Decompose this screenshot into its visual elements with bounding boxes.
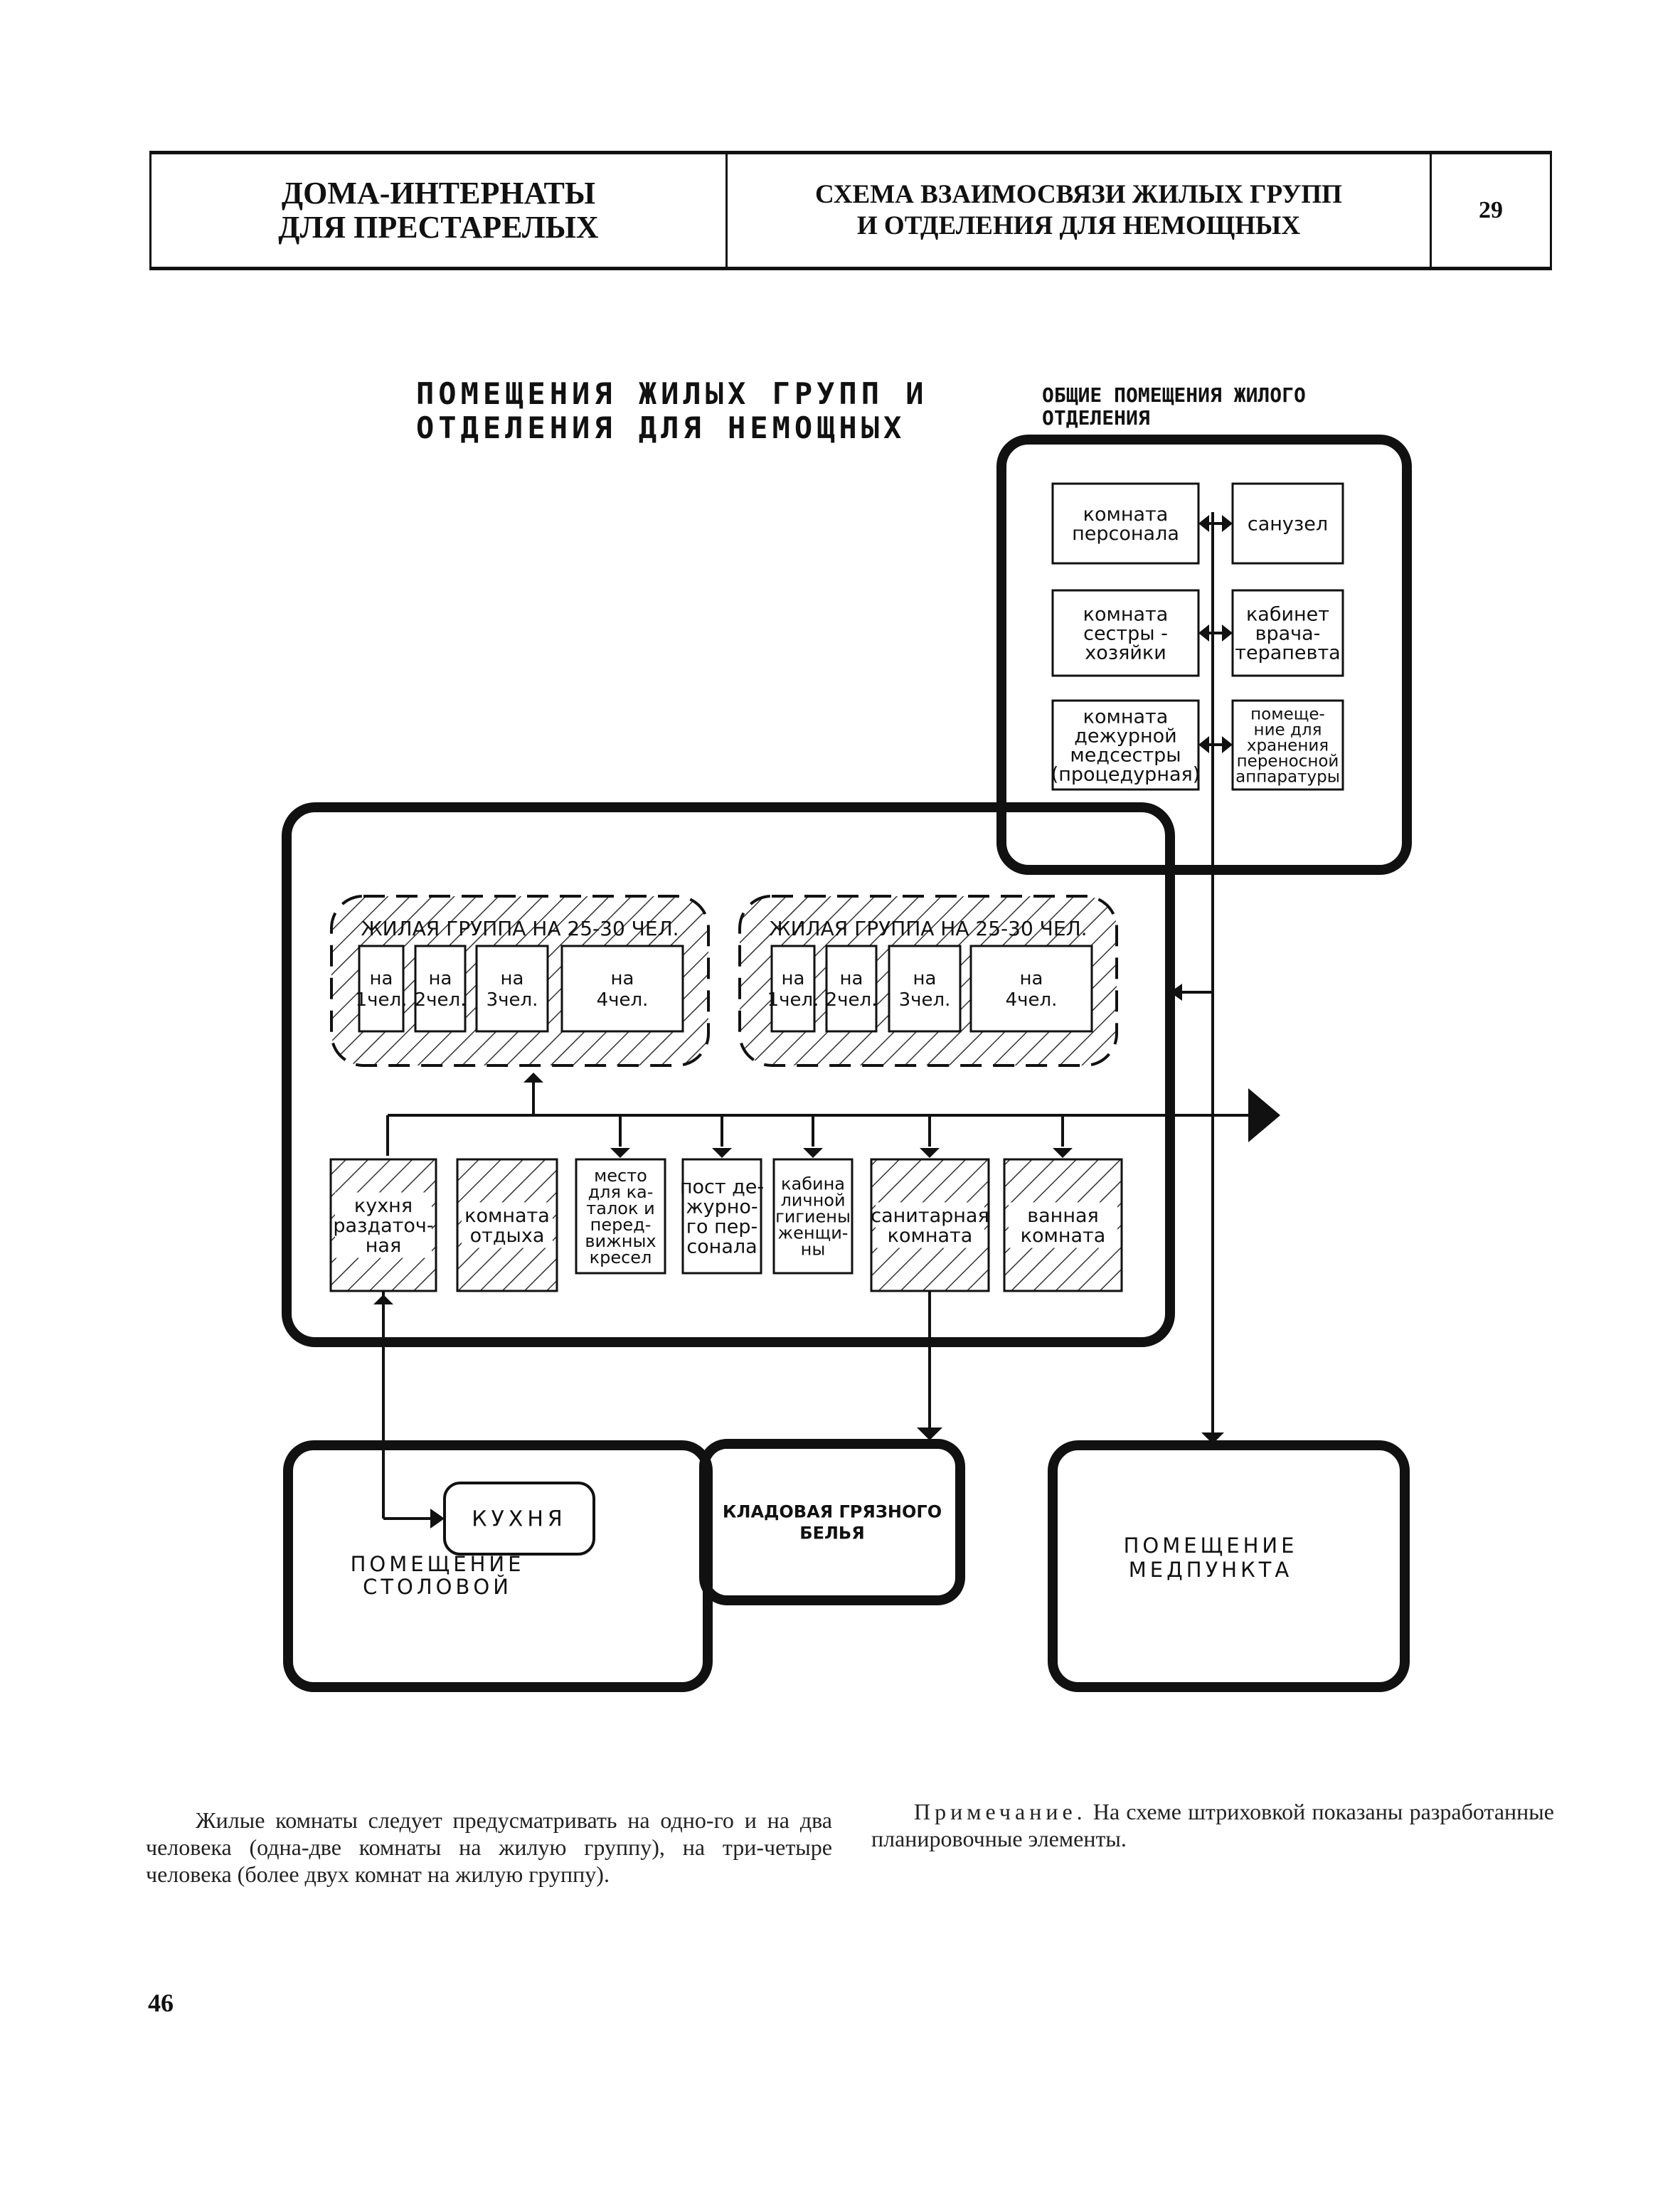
medpoint-block bbox=[1048, 1440, 1410, 1692]
living-room-box bbox=[969, 945, 1093, 1033]
arrowhead bbox=[1222, 624, 1233, 642]
arrow-to-kitchen bbox=[430, 1509, 445, 1529]
dirty-linen-block bbox=[699, 1439, 965, 1605]
living-group-label: ЖИЛАЯ ГРУППА НА 25-30 ЧЕЛ. bbox=[361, 917, 679, 940]
living-group-label: ЖИЛАЯ ГРУППА НА 25-30 ЧЕЛ. bbox=[769, 917, 1087, 940]
arrow-to-service-room bbox=[803, 1148, 823, 1158]
arrow-to-living-groups bbox=[523, 1073, 543, 1083]
living-room-box bbox=[560, 945, 684, 1033]
kitchen-box bbox=[443, 1482, 595, 1556]
service-room-box bbox=[575, 1158, 666, 1275]
arrow-to-service-room bbox=[920, 1148, 940, 1158]
heading-living-groups: ПОМЕЩЕНИЯ ЖИЛЫХ ГРУПП И ОТДЕЛЕНИЯ ДЛЯ НЕ… bbox=[416, 376, 928, 445]
common-room-box bbox=[1051, 482, 1200, 565]
note-label: Примечание. bbox=[914, 1799, 1087, 1824]
living-room-box bbox=[825, 945, 878, 1033]
common-room-box bbox=[1231, 699, 1344, 791]
label-backing bbox=[1009, 1202, 1117, 1248]
living-room-box bbox=[770, 945, 816, 1033]
arrowhead bbox=[1222, 736, 1233, 753]
page-number: 46 bbox=[148, 1989, 174, 2017]
arrow-to-service-room bbox=[610, 1148, 630, 1158]
common-room-box bbox=[1051, 589, 1200, 677]
label-backing bbox=[335, 1192, 432, 1258]
arrowhead bbox=[373, 1294, 393, 1304]
arrowhead bbox=[1198, 624, 1209, 642]
label-backing bbox=[462, 1202, 553, 1248]
note-text: На схеме штриховкой показаны разработанн… bbox=[871, 1799, 1554, 1851]
label-backing bbox=[876, 1202, 984, 1248]
arrow-to-medpoint bbox=[1201, 1432, 1224, 1444]
kitchen-label: КУХНЯ bbox=[472, 1507, 567, 1532]
arrowhead bbox=[1198, 736, 1209, 753]
arrow-to-service-room bbox=[712, 1148, 732, 1158]
series-title: ДОМА-ИНТЕРНАТЫ ДЛЯ ПРЕСТАРЕЛЫХ bbox=[151, 154, 728, 267]
service-room-box bbox=[681, 1158, 762, 1275]
common-rooms-block bbox=[996, 435, 1412, 875]
arrowhead bbox=[1170, 984, 1182, 1001]
living-room-box bbox=[475, 945, 549, 1033]
living-room-box bbox=[414, 945, 467, 1033]
note-paragraph: Примечание. На схеме штриховкой показаны… bbox=[871, 1798, 1554, 1852]
common-room-label: санузел bbox=[1248, 513, 1328, 535]
common-room-box bbox=[1051, 699, 1200, 791]
page-header: ДОМА-ИНТЕРНАТЫ ДЛЯ ПРЕСТАРЕЛЫХ СХЕМА ВЗА… bbox=[149, 151, 1552, 270]
sheet-number: 29 bbox=[1479, 197, 1503, 223]
arrow-out-right bbox=[1248, 1088, 1280, 1142]
service-room-box bbox=[772, 1158, 854, 1275]
arrowhead bbox=[1222, 515, 1233, 532]
living-room-box bbox=[358, 945, 405, 1033]
department-block bbox=[282, 802, 1175, 1347]
left-paragraph: Жилые комнаты следует предусматривать на… bbox=[146, 1807, 832, 1887]
arrow-to-dirty-linen bbox=[917, 1428, 942, 1440]
arrow-to-service-room bbox=[1053, 1148, 1073, 1158]
living-room-box bbox=[888, 945, 962, 1033]
arrowhead bbox=[1198, 515, 1209, 532]
sheet-title: СХЕМА ВЗАИМОСВЯЗИ ЖИЛЫХ ГРУПП И ОТДЕЛЕНИ… bbox=[728, 154, 1432, 267]
heading-common-rooms: ОБЩИЕ ПОМЕЩЕНИЯ ЖИЛОГО ОТДЕЛЕНИЯ bbox=[1042, 383, 1306, 430]
service-room-label: пост де-журно-го пер-сонала bbox=[680, 1176, 764, 1258]
common-room-box bbox=[1231, 482, 1344, 565]
